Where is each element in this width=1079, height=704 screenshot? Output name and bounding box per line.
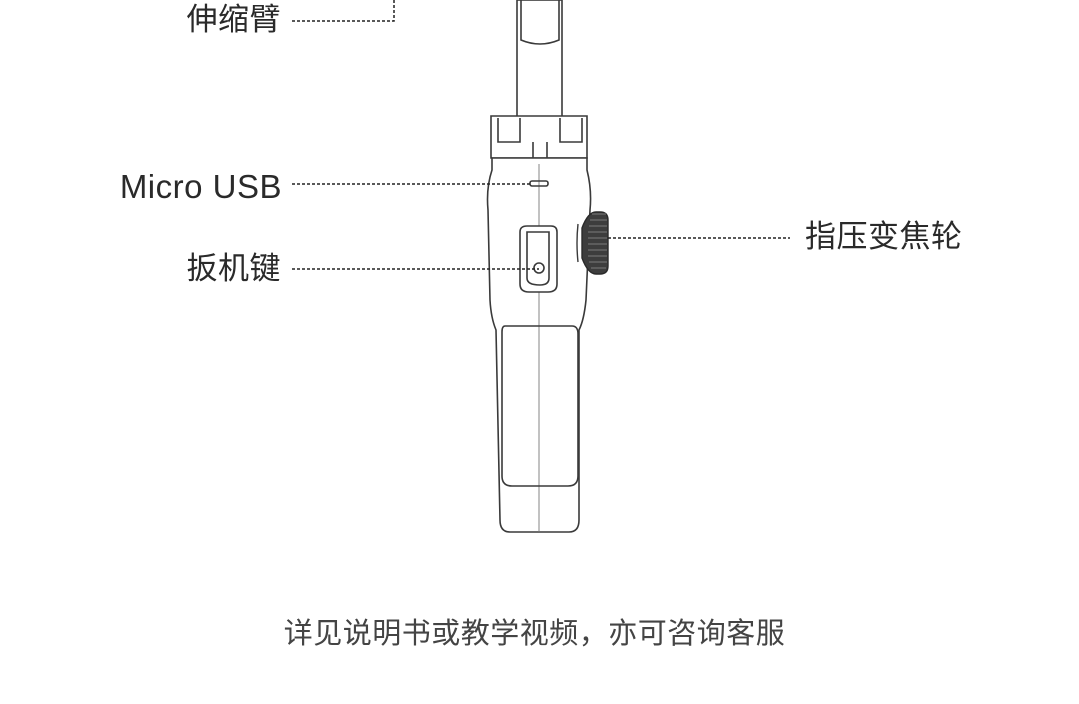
footer-caption: 详见说明书或教学视频，亦可咨询客服 bbox=[283, 616, 786, 650]
trigger-button-label: 扳机键 bbox=[186, 251, 281, 287]
micro-usb-label: Micro USB bbox=[119, 168, 282, 205]
zoom-wheel-label: 指压变焦轮 bbox=[805, 219, 963, 255]
telescopic-arm bbox=[516, 0, 563, 119]
arm-clamp bbox=[490, 115, 588, 159]
leader-line-arm bbox=[292, 0, 395, 22]
telescopic-arm-label: 伸缩臂 bbox=[186, 2, 281, 38]
grip-pad bbox=[501, 325, 579, 487]
trigger-button bbox=[519, 225, 558, 293]
zoom-wheel bbox=[576, 211, 609, 275]
